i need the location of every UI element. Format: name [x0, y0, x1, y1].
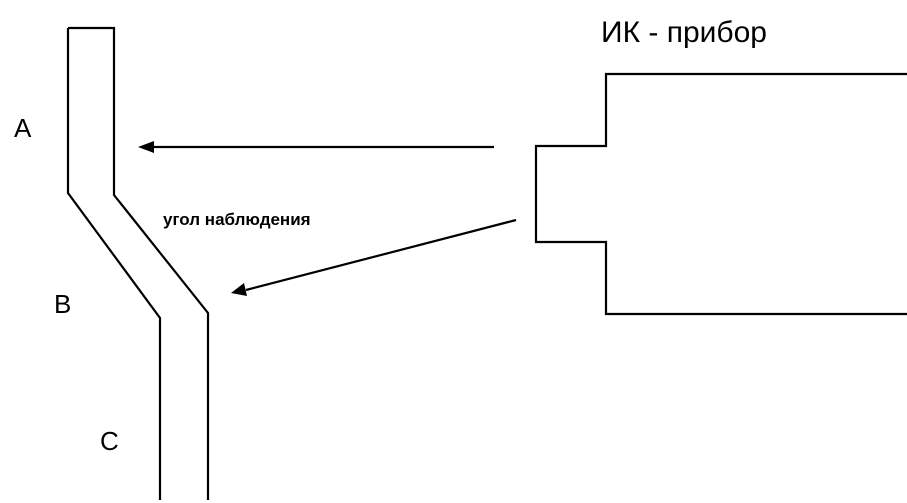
zone-label-a: A [14, 113, 32, 143]
zone-label-c: C [100, 426, 119, 456]
horizontal-arrow-head [138, 141, 154, 153]
bent-pipe-outline [66, 26, 210, 500]
angled-arrow-line [245, 218, 517, 292]
zone-label-b: B [54, 289, 71, 319]
viewing-angle-label: угол наблюдения [163, 210, 311, 229]
ir-device-label: ИК - прибор [601, 16, 767, 49]
ir-device-body [534, 72, 907, 316]
angled-arrow-head [231, 283, 247, 296]
